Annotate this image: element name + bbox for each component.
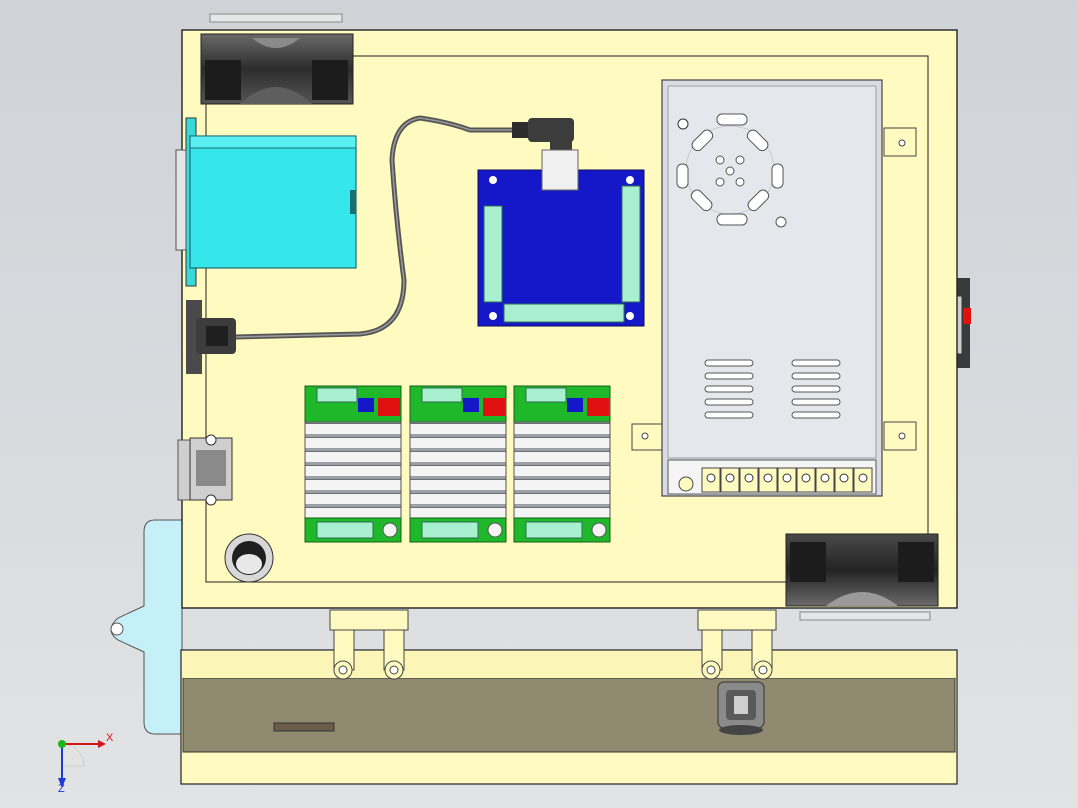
triad-graphic bbox=[58, 740, 106, 788]
db-connector bbox=[189, 434, 233, 506]
axis-z-label: Z bbox=[58, 783, 65, 795]
hinge-left bbox=[329, 609, 409, 680]
power-supply bbox=[631, 79, 917, 497]
base-knob bbox=[717, 681, 765, 735]
stepper-driver-1 bbox=[304, 385, 402, 543]
axis-triad: X Z bbox=[44, 728, 124, 798]
usb-cable bbox=[196, 115, 574, 354]
stepper-driver-3 bbox=[513, 385, 611, 543]
axis-x-label: X bbox=[106, 732, 114, 744]
fan-top bbox=[200, 13, 354, 105]
hinge-right bbox=[697, 609, 777, 680]
controller-board bbox=[477, 149, 645, 327]
fan-bottom bbox=[785, 533, 939, 621]
stepper-driver-2 bbox=[409, 385, 507, 543]
cable-grommet bbox=[224, 533, 274, 583]
mounting-bracket bbox=[110, 519, 183, 735]
interface-box bbox=[189, 135, 357, 269]
base-box bbox=[180, 649, 958, 785]
